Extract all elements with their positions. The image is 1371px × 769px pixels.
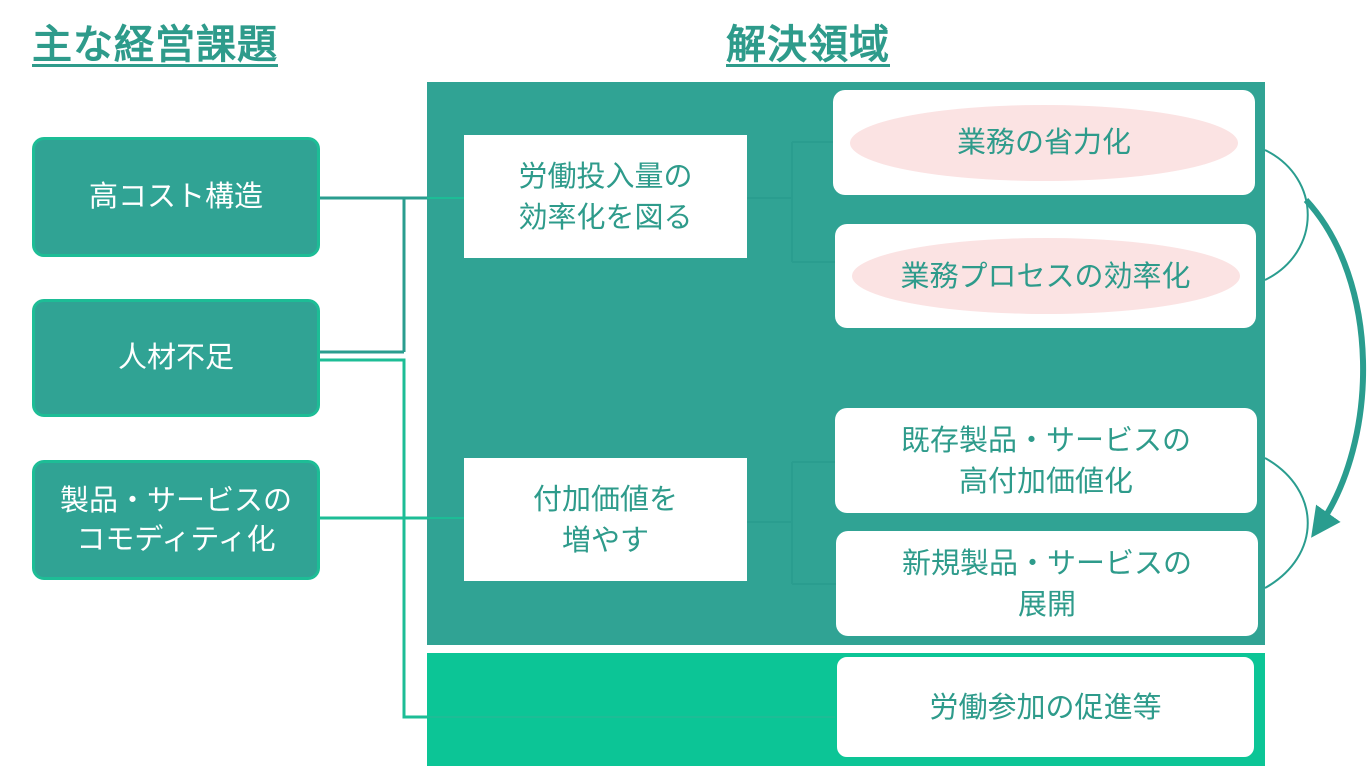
issue-commoditization: 製品・サービスの コモディティ化 — [32, 460, 320, 580]
curve-value-group — [1264, 457, 1309, 589]
approach-labor-efficiency: 労働投入量の 効率化を図る — [464, 135, 747, 258]
issue-labor-shortage: 人材不足 — [32, 299, 320, 417]
issue-high-cost-structure: 高コスト構造 — [32, 137, 320, 257]
heading-solution-areas: 解決領域 — [726, 22, 890, 68]
heading-main-issues: 主な経営課題 — [32, 22, 278, 68]
highlight-oval: 業務プロセスの効率化 — [851, 238, 1240, 314]
area-new-product-deployment: 新規製品・サービスの 展開 — [836, 531, 1258, 636]
shift-arrow — [1303, 197, 1366, 538]
bracket-approach1 — [747, 141, 835, 263]
highlight-oval: 業務の省力化 — [850, 104, 1238, 181]
connector-issue2-labor — [320, 358, 427, 719]
area-labor-saving: 業務の省力化 — [833, 90, 1255, 195]
connector-issue1-approach1 — [320, 196, 427, 354]
area-labor-participation: 労働参加の促進等 — [835, 655, 1256, 759]
curve-efficiency-group — [1264, 149, 1309, 281]
bracket-approach2 — [747, 461, 836, 585]
approach-value-add: 付加価値を 増やす — [464, 458, 747, 581]
area-existing-product-value: 既存製品・サービスの 高付加価値化 — [835, 408, 1257, 513]
area-process-efficiency: 業務プロセスの効率化 — [835, 224, 1256, 328]
